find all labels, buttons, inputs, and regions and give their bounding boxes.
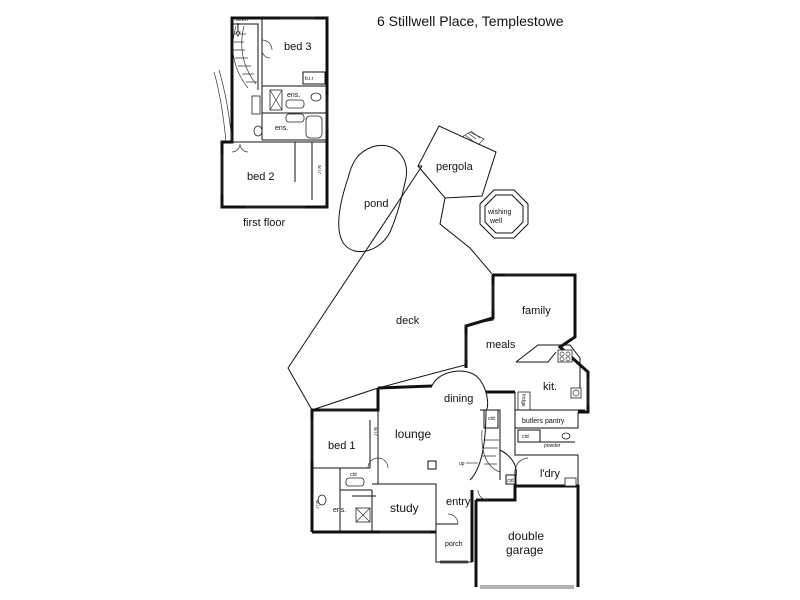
ens-lower-label: ens.: [333, 507, 346, 514]
double-garage-label-2: garage: [506, 543, 544, 557]
windows-upper: [220, 16, 329, 209]
ctd-label-stair: ctd: [488, 416, 495, 422]
ens-upper-a-label: ens.: [287, 92, 300, 99]
ens-upper-b-label: ens.: [275, 125, 288, 132]
study-label: study: [390, 501, 419, 515]
pond-outline: [338, 144, 408, 253]
ctd-label-ldry: ctd: [507, 478, 514, 484]
pergola-outline: [417, 125, 497, 199]
bed2-label: bed 2: [247, 171, 275, 183]
ctd-ens-label: ctd: [350, 472, 357, 478]
bed1-label: bed 1: [328, 440, 356, 452]
windows-lower: [310, 273, 590, 564]
deck-outline: [287, 165, 494, 411]
bir-label: b.i.r: [305, 76, 314, 82]
wishing-well-label-1: wishing: [487, 209, 511, 216]
stair-lower: [469, 409, 517, 500]
double-garage-label-1: double: [508, 529, 544, 543]
up-label: up: [459, 461, 465, 467]
first-floor-plan: down b.i.r ens. ens. w.i.r: [213, 16, 329, 229]
kit-label: kit.: [543, 381, 557, 393]
entry-label: entry: [446, 496, 471, 508]
powder-label: powder: [544, 443, 561, 449]
fridge-label: fridge: [520, 394, 526, 407]
page-title: 6 Stillwell Place, Templestowe: [377, 13, 564, 29]
wishing-well-label-2: well: [489, 218, 503, 225]
down-label: down: [236, 17, 248, 23]
lounge-label: lounge: [395, 427, 431, 441]
meals-label: meals: [486, 339, 516, 351]
outdoor-features: [287, 125, 529, 411]
wir-upper-label: w.i.r: [316, 165, 322, 174]
ldry-label: l'dry: [540, 468, 560, 480]
family-label: family: [522, 305, 551, 317]
ctd-label-pantry: ctd: [522, 434, 529, 440]
stair-upper: [213, 23, 259, 143]
wir-bed1-label: w.i.r: [372, 427, 378, 436]
deck-label: deck: [396, 315, 420, 327]
wir-lower-label: w.i.r: [314, 500, 320, 509]
butlers-pantry-label: butlers pantry: [522, 418, 565, 425]
pond-label: pond: [364, 198, 388, 210]
dining-label: dining: [444, 393, 473, 405]
porch-label: porch: [445, 541, 463, 548]
bed3-label: bed 3: [284, 41, 312, 53]
pergola-label: pergola: [436, 161, 474, 173]
ground-floor-plan: fridge ctd powder ctd up: [310, 273, 590, 589]
first-floor-label: first floor: [243, 217, 286, 229]
